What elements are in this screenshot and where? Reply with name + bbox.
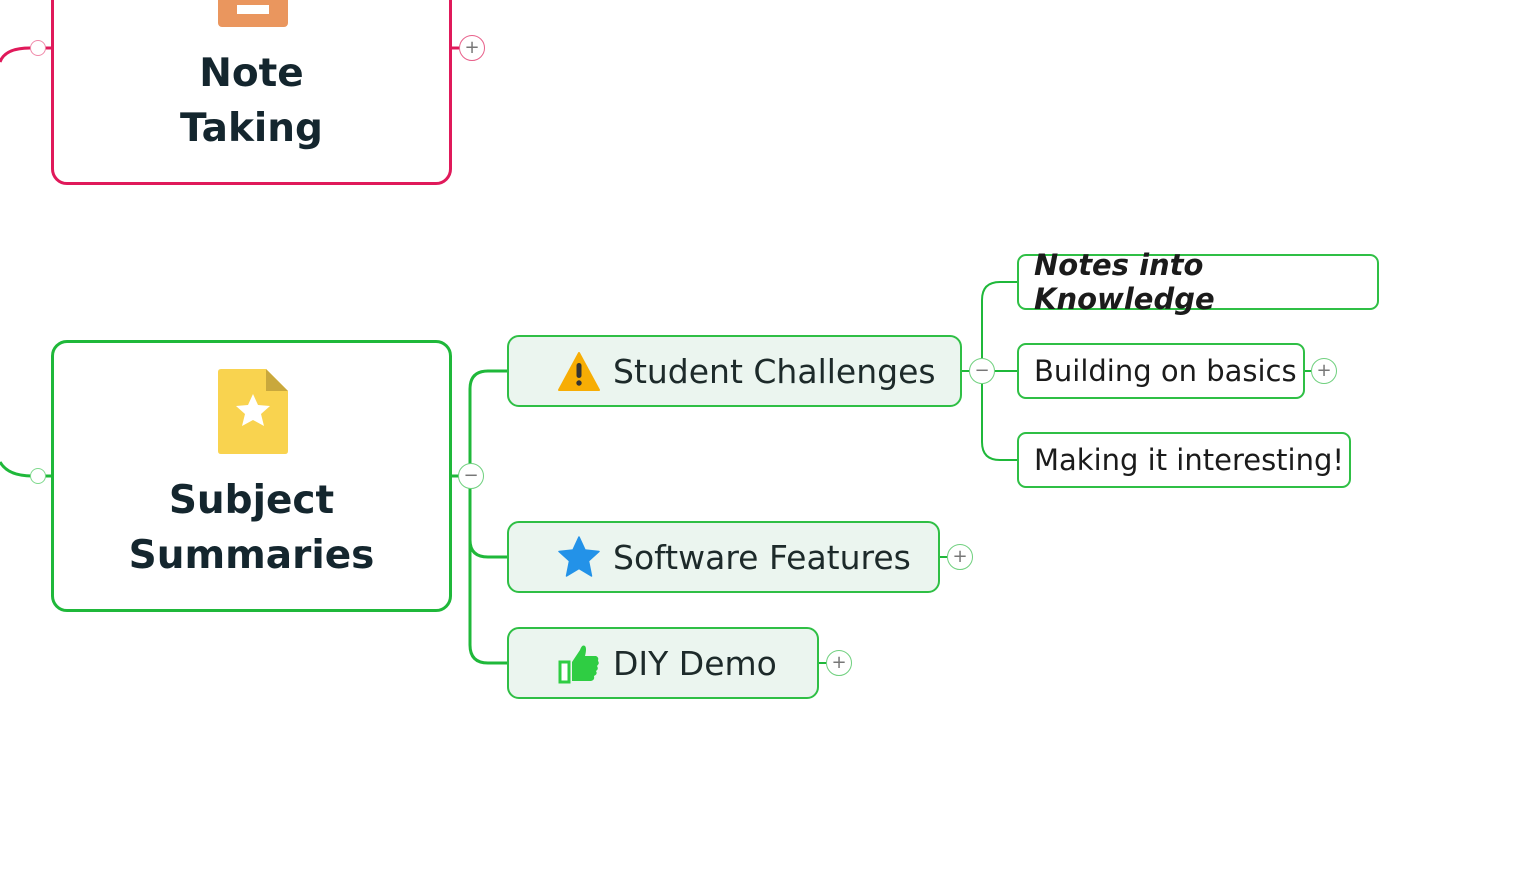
- star-document-icon: [218, 369, 288, 454]
- collapse-toggle[interactable]: −: [969, 358, 995, 384]
- topic-subject-summaries[interactable]: Subject Summaries: [51, 340, 452, 612]
- connector-notes-into-knowledge: [981, 281, 1017, 358]
- connector-note-taking: [0, 46, 52, 63]
- expand-toggle[interactable]: +: [459, 35, 485, 61]
- leaf-label: Making it interesting!: [1034, 443, 1345, 477]
- subtopic-label: DIY Demo: [613, 643, 777, 683]
- note-document-icon: [218, 0, 288, 27]
- subtopic-label: Software Features: [613, 537, 911, 577]
- subtopic-student-challenges[interactable]: Student Challenges: [507, 335, 962, 407]
- connector-diy-demo: [468, 540, 507, 665]
- connector-point: [30, 40, 46, 56]
- expand-toggle[interactable]: +: [947, 544, 973, 570]
- topic-note-taking[interactable]: Note Taking: [51, 0, 452, 185]
- connector-point: [30, 468, 46, 484]
- connector-student-challenges: [468, 369, 507, 476]
- expand-toggle[interactable]: +: [1311, 358, 1337, 384]
- topic-title: Subject Summaries: [128, 478, 375, 578]
- warning-icon: [557, 349, 601, 393]
- star-icon: [557, 535, 601, 579]
- thumbs-up-icon: [557, 641, 601, 685]
- leaf-making-it-interesting[interactable]: Making it interesting!: [1017, 432, 1351, 488]
- subtopic-label: Student Challenges: [613, 351, 936, 391]
- expand-toggle[interactable]: +: [826, 650, 852, 676]
- connector-making-interesting: [981, 384, 1017, 461]
- leaf-label: Notes into Knowledge: [1034, 248, 1215, 316]
- leaf-label: Building on basics: [1034, 354, 1297, 388]
- leaf-notes-into-knowledge[interactable]: Notes into Knowledge: [1017, 248, 1379, 316]
- topic-title: Note Taking: [180, 51, 323, 151]
- subtopic-software-features[interactable]: Software Features: [507, 521, 940, 593]
- collapse-toggle[interactable]: −: [458, 463, 484, 489]
- subtopic-diy-demo[interactable]: DIY Demo: [507, 627, 819, 699]
- leaf-building-on-basics[interactable]: Building on basics: [1017, 343, 1305, 399]
